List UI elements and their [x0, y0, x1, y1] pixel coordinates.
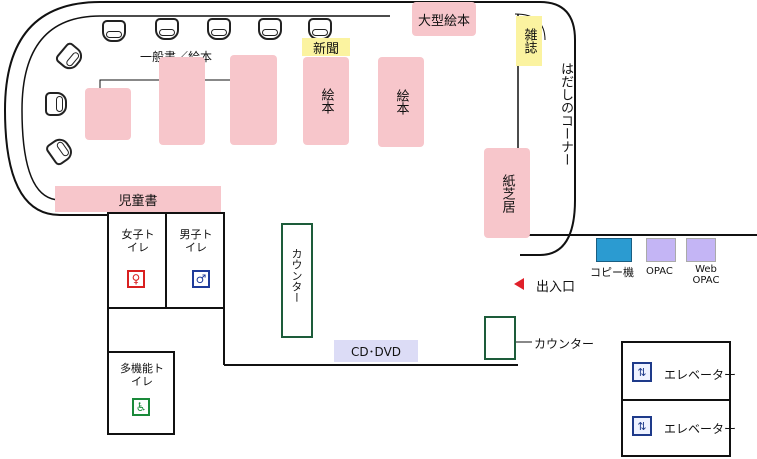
web-opac-terminal [686, 238, 716, 262]
shelf-childrens-books: 児童書 [55, 186, 221, 212]
shelf-general-1 [85, 88, 131, 140]
shelf-general-2 [159, 57, 205, 145]
web-opac-label: Web OPAC [692, 264, 720, 286]
shelf-picture-books-2: 絵本 [378, 57, 424, 147]
opac-label: OPAC [646, 266, 673, 277]
elevator-icon: ⇅ [632, 416, 652, 436]
opac-terminal [646, 238, 676, 262]
woman-icon: ♀ [127, 270, 145, 288]
chair-icon [45, 92, 67, 116]
shelf-picture-books-1: 絵本 [303, 57, 349, 145]
counter-right [484, 316, 516, 360]
chair-icon [258, 18, 282, 40]
shelf-newspapers: 新聞 [302, 38, 350, 57]
chair-icon [102, 20, 126, 42]
wheelchair-icon: ♿ [132, 398, 150, 416]
counter-right-label: カウンター [534, 337, 595, 351]
elevator-2-label: エレベーター [664, 422, 737, 436]
shelf-magazines: 雑誌 [516, 16, 542, 66]
entrance-label: 出入口 [536, 280, 576, 295]
copier-icon [596, 238, 632, 262]
elevator-1-label: エレベーター [664, 368, 737, 382]
men-restroom-label: 男子トイレ [179, 228, 213, 254]
shelf-general-3 [230, 55, 277, 145]
counter-center [281, 223, 313, 338]
shelf-large-picture-books: 大型絵本 [412, 2, 476, 36]
elevator-icon: ⇅ [632, 362, 652, 382]
counter-center-label: カウンター [290, 248, 303, 303]
multipurpose-restroom-label: 多機能トイレ [120, 362, 164, 388]
women-restroom-label: 女子トイレ [121, 228, 155, 254]
arrow-left-icon [514, 278, 524, 290]
copier-label: コピー機 [590, 266, 634, 279]
shelf-cd-dvd: CD･DVD [334, 340, 418, 362]
chair-icon [155, 18, 179, 40]
hadashi-corner-label: はだしのコーナー [558, 62, 573, 166]
man-icon: ♂ [192, 270, 210, 288]
shelf-kamishibai: 紙芝居 [484, 148, 530, 238]
chair-icon [207, 18, 231, 40]
